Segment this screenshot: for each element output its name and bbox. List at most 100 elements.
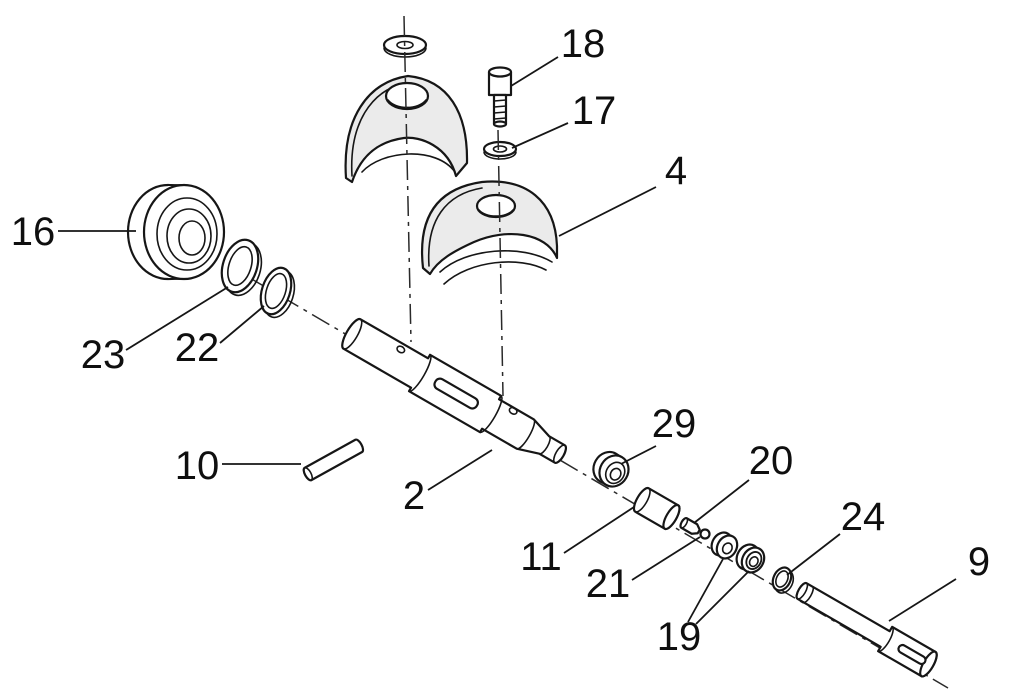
washer-thickness — [483, 151, 517, 160]
leader-line-23 — [125, 286, 229, 351]
part-plug-20 — [679, 517, 701, 535]
lower-cap-bore-lip — [439, 250, 553, 273]
washer-face — [482, 140, 518, 158]
upper-cap-bore-lip — [361, 153, 456, 173]
spacer-end-face — [633, 487, 651, 513]
callout-22: 22 — [175, 305, 265, 370]
lower-cap-body — [420, 180, 559, 276]
callout-label-2: 2 — [403, 474, 425, 518]
callout-21: 21 — [586, 536, 701, 606]
shaft-step-4 — [538, 435, 551, 455]
upper-cap-hole — [384, 81, 430, 111]
part-pin-10 — [302, 438, 365, 482]
lower-cap-under-lip — [443, 261, 547, 285]
bearing-bore — [178, 220, 206, 256]
callout-label-11: 11 — [520, 535, 562, 579]
part-main-shaft-2 — [341, 317, 568, 464]
bearing-bore — [721, 542, 733, 555]
part-spacer-11 — [632, 486, 681, 531]
washer-hole — [492, 145, 508, 153]
bolt-thread-2 — [493, 105, 507, 108]
leader-line-29 — [620, 445, 657, 465]
washer-hole — [396, 40, 414, 50]
bearing-race-ring — [156, 197, 218, 271]
spacer-far-face — [662, 503, 681, 531]
part-lower-cap-4 — [420, 180, 559, 285]
callout-label-17: 17 — [572, 89, 617, 133]
shaft-step-2 — [479, 395, 503, 434]
ring-front — [220, 238, 260, 294]
leader-line-2 — [427, 449, 493, 491]
shaft-head-slot — [897, 643, 927, 666]
shaft-step-3 — [515, 418, 536, 450]
part-bearing-19b — [735, 543, 766, 574]
bearing-front — [715, 534, 739, 560]
callout-label-21: 21 — [586, 562, 631, 606]
ring-front — [259, 266, 293, 316]
callout-18: 18 — [510, 22, 606, 87]
callout-17: 17 — [511, 89, 617, 149]
callout-label-10: 10 — [175, 444, 220, 488]
ring-inner-edge — [227, 245, 253, 287]
shaft-step — [877, 626, 894, 653]
callout-16: 16 — [11, 210, 136, 254]
callout-label-18: 18 — [561, 22, 606, 66]
shaft-tip-face — [795, 582, 809, 600]
part-bearing-19a — [710, 531, 739, 560]
bolt-head-top — [487, 66, 513, 78]
leader-line-20 — [693, 479, 750, 524]
upper-cap-hole-depth — [387, 99, 427, 109]
ring-inner-edge — [264, 272, 288, 310]
pin-end-face — [302, 466, 314, 482]
lower-cap-hole-depth — [478, 209, 514, 217]
cap-centerline-right — [497, 129, 504, 397]
part-washer-17 — [482, 140, 518, 160]
leader-line-19b — [695, 570, 750, 625]
bearing-bore — [748, 556, 759, 568]
ring-inner-edge — [775, 570, 789, 588]
callout-24: 24 — [786, 495, 886, 576]
callout-label-23: 23 — [81, 333, 126, 377]
leader-line-17 — [511, 122, 569, 149]
callout-29: 29 — [620, 402, 697, 465]
callout-label-24: 24 — [841, 495, 886, 539]
shaft-oil-hole-1 — [396, 345, 406, 354]
plug-end-face — [679, 517, 689, 529]
shaft-keyway-slot — [433, 377, 479, 410]
part-bearing-16 — [126, 183, 226, 281]
part-seal-ring-23 — [220, 238, 263, 297]
leader-line-9 — [888, 578, 957, 622]
callout-label-9: 9 — [968, 540, 990, 584]
callout-9: 9 — [888, 540, 990, 622]
callout-10: 10 — [175, 444, 301, 488]
lower-cap-hole — [475, 193, 517, 219]
callout-label-19: 19 — [657, 615, 702, 659]
bolt-thread-4 — [493, 117, 507, 120]
callout-label-22: 22 — [175, 326, 220, 370]
callout-label-20: 20 — [749, 439, 794, 483]
shaft-left-end-face — [341, 318, 363, 350]
shaft-right-end-face — [552, 444, 567, 464]
shaft-chamfer — [802, 585, 815, 604]
part-small-bearing-29 — [592, 450, 630, 488]
leader-line-4 — [558, 186, 657, 237]
callout-4: 4 — [558, 149, 687, 237]
leader-line-11 — [563, 506, 635, 554]
callout-label-29: 29 — [652, 402, 697, 446]
bearing-ring — [745, 551, 763, 570]
cap-centerline-left — [403, 15, 412, 343]
part-retaining-ring-24 — [771, 566, 795, 594]
bearing-bore — [609, 467, 622, 481]
leader-line-24 — [786, 533, 841, 576]
ring-front — [771, 566, 793, 592]
part-bolt-18 — [487, 66, 513, 128]
callout-11: 11 — [520, 506, 635, 579]
leader-line-18 — [510, 56, 559, 87]
shaft-oil-hole-2 — [508, 406, 518, 415]
part-ball-21 — [699, 528, 711, 540]
part-snap-ring-22 — [259, 266, 296, 319]
leader-line-19a — [687, 558, 724, 623]
leader-line-22 — [219, 305, 265, 344]
callout-23: 23 — [81, 286, 229, 377]
